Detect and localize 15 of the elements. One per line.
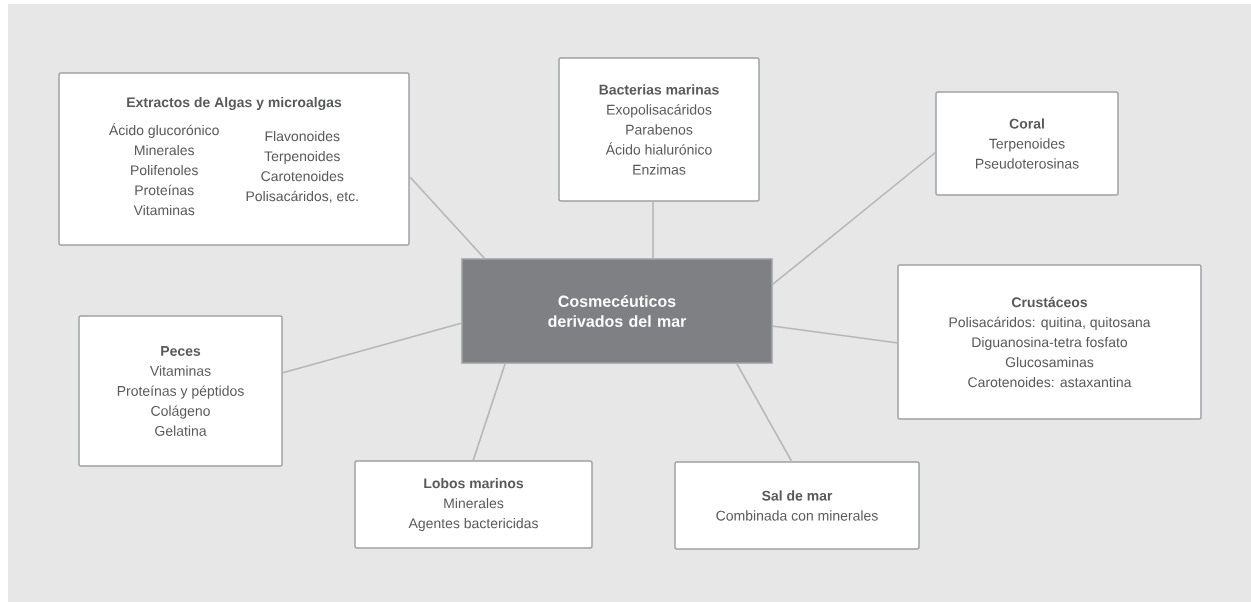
info-box: Crustáceos Polisacáridos: quitina, quitosana Diguanosina-tetra fosfato Glucosaminas Carotenoides: astaxantina — [897, 264, 1202, 420]
connector-line — [409, 176, 486, 260]
connector-line — [281, 322, 463, 374]
connector-line — [652, 200, 654, 260]
info-box: Peces Vitaminas Proteínas y péptidos Colágeno Gelatina — [78, 315, 283, 467]
info-box: Extractos de Algas y microalgas Ácido glucorónico Minerales Polifenoles Proteínas Vitaminas Flavonoides Terpenoides Carotenoides Polisacáridos, etc. — [58, 72, 410, 246]
connector-line — [736, 363, 793, 463]
central-box: Cosmecéuticos derivados del mar — [461, 258, 773, 364]
info-box: Sal de mar Combinada con minerales — [674, 461, 920, 550]
connector-line — [771, 151, 937, 286]
connector-line — [771, 325, 899, 344]
info-box: Coral Terpenoides Pseudoterosinas — [935, 91, 1119, 196]
connector-line — [472, 363, 506, 462]
info-box: Lobos marinos Minerales Agentes bactericidas — [354, 460, 593, 549]
info-box: Bacterias marinas Exopolisacáridos Parabenos Ácido hialurónico Enzimas — [558, 57, 760, 202]
